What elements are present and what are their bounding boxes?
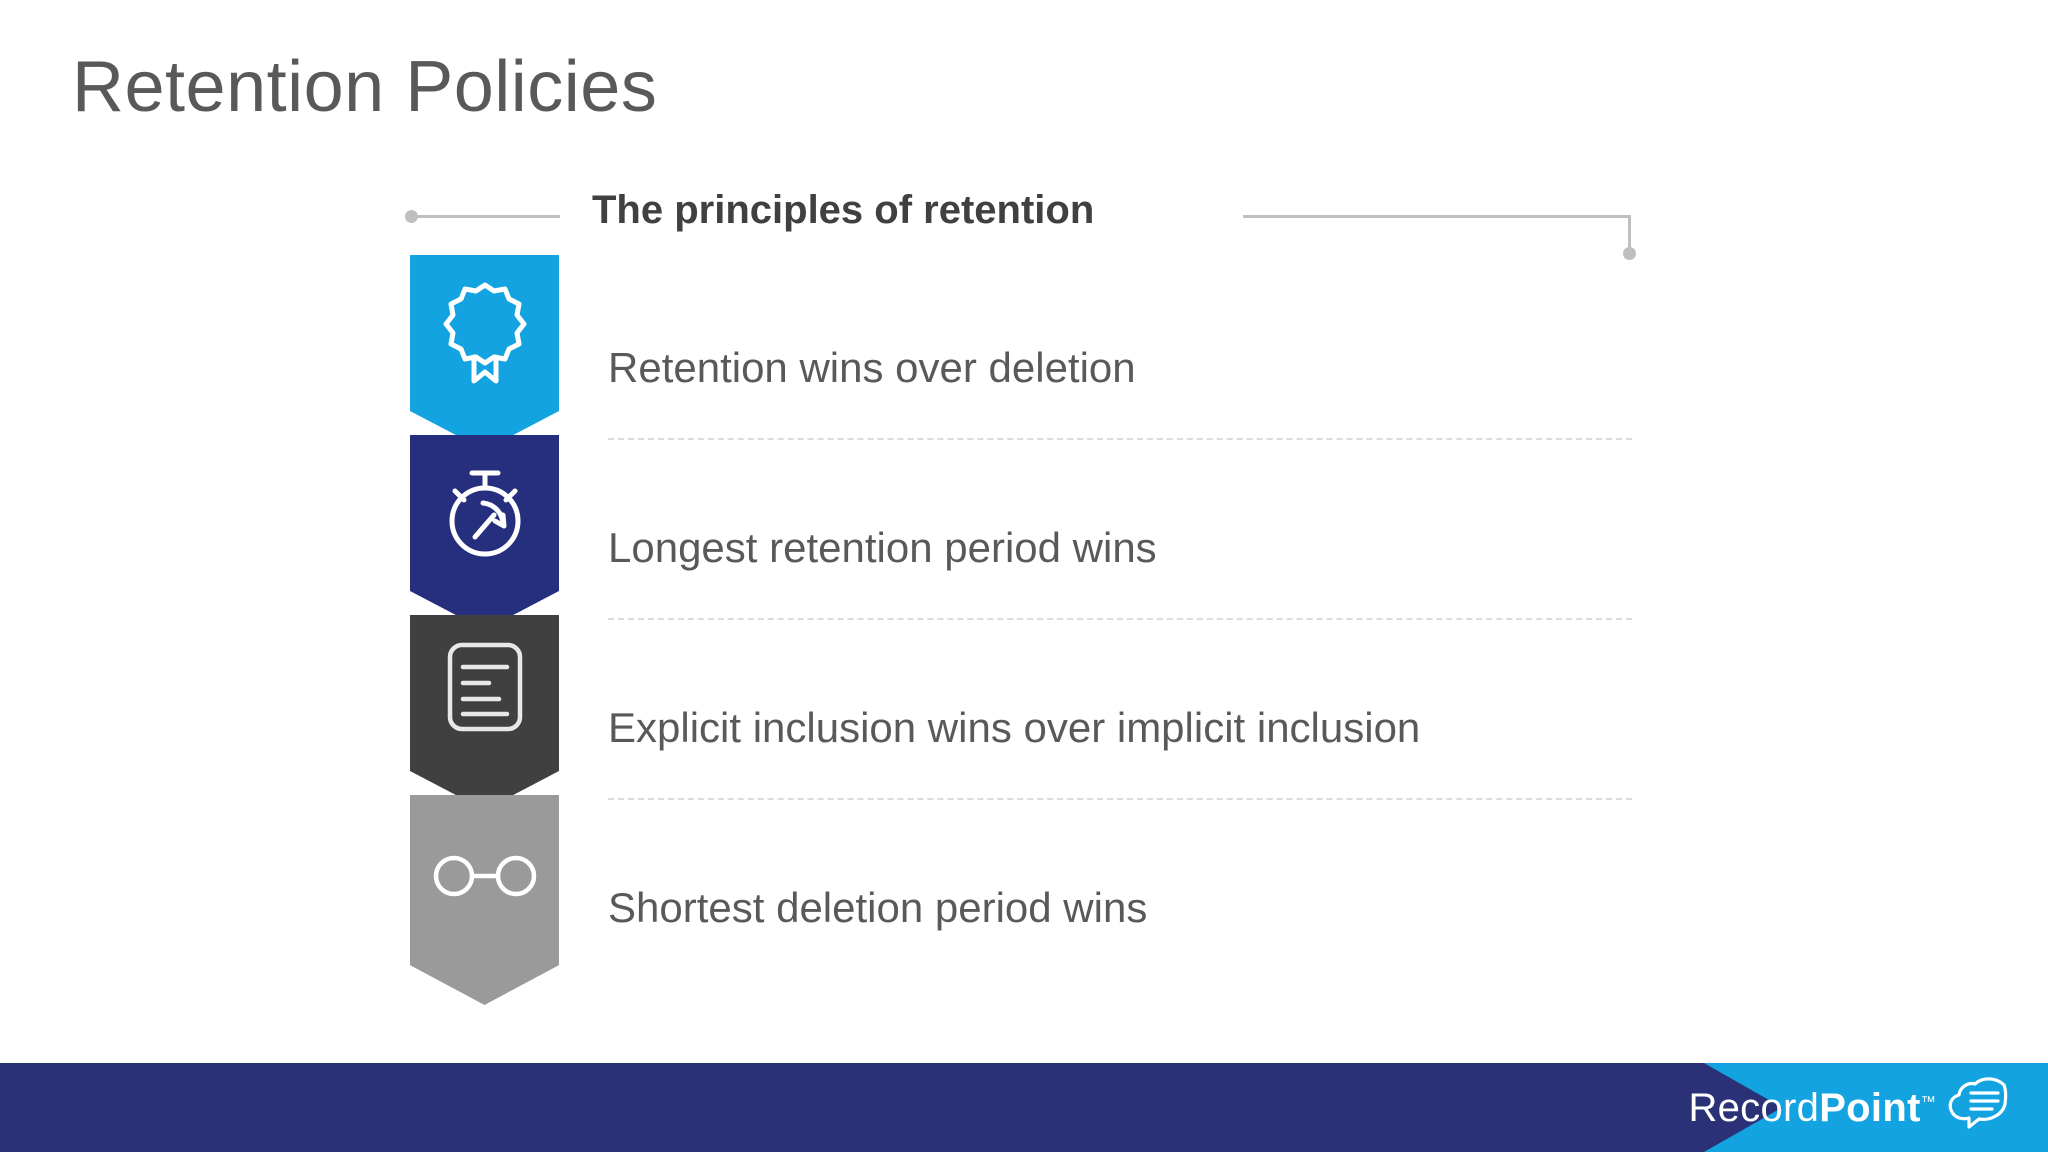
row-divider xyxy=(608,438,1632,440)
connector-left-line xyxy=(413,215,560,218)
page-title: Retention Policies xyxy=(72,47,658,127)
trademark-symbol: ™ xyxy=(1920,1093,1936,1111)
recordpoint-cloud-icon xyxy=(1946,1075,2012,1140)
chevron-step-3 xyxy=(410,615,559,810)
document-lines-icon xyxy=(437,637,533,742)
principle-label: Explicit inclusion wins over implicit in… xyxy=(608,703,1421,751)
chevron-step-2 xyxy=(410,435,559,630)
footer-bar: RecordPoint™ xyxy=(0,1063,2048,1152)
chevron-stack xyxy=(410,255,559,1005)
brand-wordmark-first: Record xyxy=(1688,1085,1820,1130)
brand-wordmark: RecordPoint™ xyxy=(1688,1088,1936,1128)
principle-label: Shortest deletion period wins xyxy=(608,883,1148,931)
link-nodes-icon xyxy=(433,853,537,904)
chevron-step-4 xyxy=(410,795,559,1005)
connector-right-dot xyxy=(1623,247,1636,260)
principle-row: Explicit inclusion wins over implicit in… xyxy=(608,638,1628,818)
footer-navy-arrow xyxy=(0,1063,1782,1152)
row-divider xyxy=(608,618,1632,620)
row-divider xyxy=(608,798,1632,800)
award-ribbon-icon xyxy=(439,277,531,392)
brand-wordmark-second: Point xyxy=(1819,1085,1921,1130)
connector-right-line xyxy=(1243,215,1630,218)
connector-left-dot xyxy=(405,210,418,223)
stopwatch-icon xyxy=(437,457,533,570)
principle-row: Shortest deletion period wins xyxy=(608,818,1628,998)
connector-right-drop xyxy=(1628,215,1631,253)
principle-row: Retention wins over deletion xyxy=(608,278,1628,458)
brand-logo: RecordPoint™ xyxy=(1688,1063,2012,1152)
chevron-step-1 xyxy=(410,255,559,450)
section-heading: The principles of retention xyxy=(592,188,1095,232)
principle-row: Longest retention period wins xyxy=(608,458,1628,638)
principle-label: Retention wins over deletion xyxy=(608,343,1136,391)
principle-label: Longest retention period wins xyxy=(608,523,1157,571)
